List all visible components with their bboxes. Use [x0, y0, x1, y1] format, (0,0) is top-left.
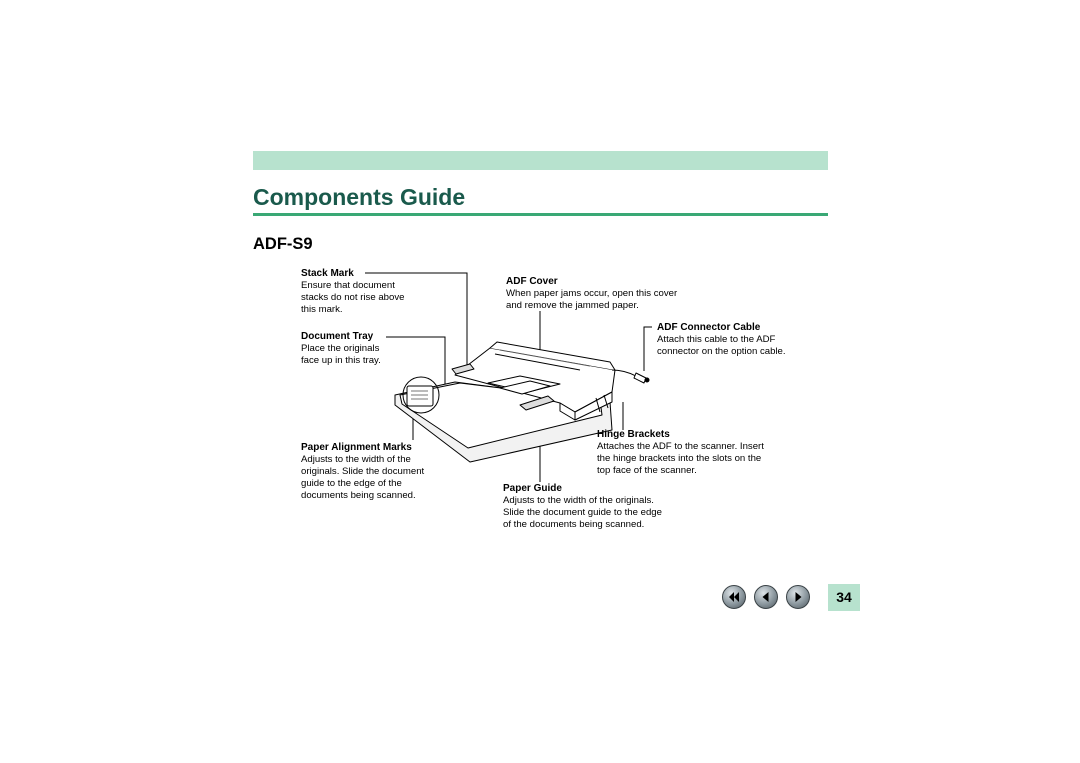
callout-adf-connector-cable: ADF Connector Cable Attach this cable to… [657, 322, 786, 358]
title-rule [253, 213, 828, 216]
header-band [253, 151, 828, 170]
callout-title: Document Tray [301, 331, 374, 342]
page-number: 34 [828, 584, 860, 611]
callout-desc: Attaches the ADF to the scanner. Insert [597, 441, 764, 452]
callout-desc: connector on the option cable. [657, 346, 786, 357]
callout-desc: stacks do not rise above [301, 292, 405, 303]
callout-desc: documents being scanned. [301, 490, 416, 501]
callout-desc: originals. Slide the document [301, 466, 425, 477]
callout-desc: Adjusts to the width of the [301, 454, 411, 465]
callout-document-tray: Document Tray Place the originals face u… [301, 331, 381, 367]
next-page-button[interactable] [786, 585, 810, 609]
callout-desc: face up in this tray. [301, 355, 381, 366]
callout-paper-alignment-marks: Paper Alignment Marks Adjusts to the wid… [301, 442, 424, 502]
double-chevron-left-icon [729, 592, 739, 602]
chevron-left-icon [762, 592, 769, 602]
callout-desc: this mark. [301, 304, 343, 315]
callout-title: Paper Alignment Marks [301, 442, 412, 453]
callout-title: Paper Guide [503, 483, 562, 494]
callout-desc: top face of the scanner. [597, 465, 697, 476]
chevron-right-icon [795, 592, 802, 602]
callout-desc: and remove the jammed paper. [506, 300, 639, 311]
callout-desc: Attach this cable to the ADF [657, 334, 776, 345]
callout-desc: Slide the document guide to the edge [503, 507, 662, 518]
section-heading: ADF-S9 [253, 235, 313, 253]
callout-hinge-brackets: Hinge Brackets Attaches the ADF to the s… [597, 429, 764, 477]
callout-desc: Place the originals [301, 343, 380, 354]
callout-desc: Ensure that document [301, 280, 395, 291]
previous-page-button[interactable] [754, 585, 778, 609]
callout-stack-mark: Stack Mark Ensure that document stacks d… [301, 268, 404, 316]
callout-desc: Adjusts to the width of the originals. [503, 495, 654, 506]
callout-paper-guide: Paper Guide Adjusts to the width of the … [503, 483, 662, 531]
callout-desc: of the documents being scanned. [503, 519, 645, 530]
first-page-button[interactable] [722, 585, 746, 609]
callout-desc: the hinge brackets into the slots on the [597, 453, 762, 464]
callout-desc: guide to the edge of the [301, 478, 402, 489]
page-title: Components Guide [253, 184, 466, 210]
callout-title: Stack Mark [301, 268, 354, 279]
callout-title: Hinge Brackets [597, 429, 670, 440]
callout-title: ADF Cover [506, 276, 558, 287]
callout-title: ADF Connector Cable [657, 322, 761, 333]
callout-desc: When paper jams occur, open this cover [506, 288, 678, 299]
callout-adf-cover: ADF Cover When paper jams occur, open th… [506, 276, 677, 312]
adf-device [394, 341, 650, 463]
